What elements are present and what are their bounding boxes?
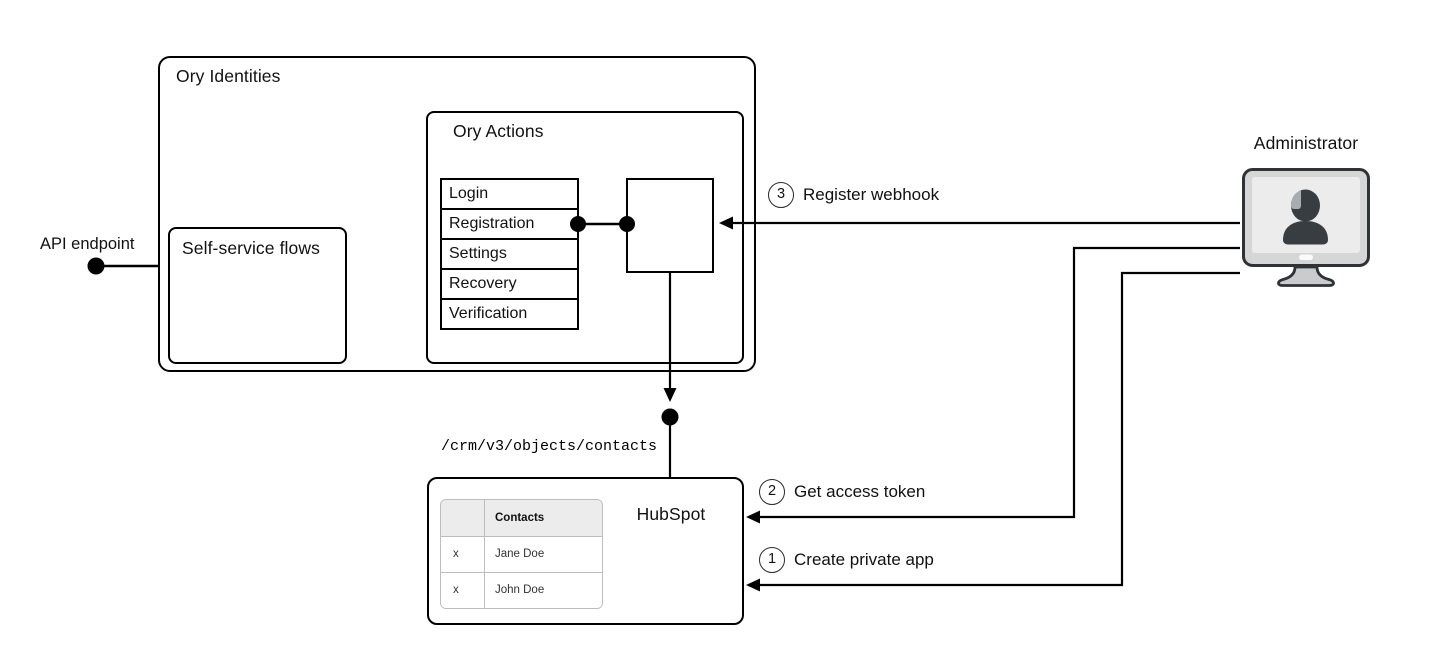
administrator-monitor-icon [1242, 168, 1370, 287]
step-3-badge: 3 [768, 182, 794, 208]
step-3-label: Register webhook [803, 185, 940, 204]
step-1-badge: 1 [759, 547, 785, 573]
api-endpoint-connector [87, 257, 160, 275]
contacts-header-cell: Contacts [495, 512, 545, 524]
ory-identities-label: Ory Identities [176, 66, 281, 86]
flow-row-recovery: Recovery [442, 270, 577, 300]
flow-row-registration: Registration [442, 210, 577, 240]
contacts-table: Contacts x Jane Doe x John Doe [440, 499, 603, 609]
webhook-action-box [626, 178, 714, 273]
ory-actions-label: Ory Actions [453, 121, 544, 141]
step-2-label: Get access token [794, 482, 926, 501]
step-2-badge: 2 [759, 479, 785, 505]
hubspot-label: HubSpot [636, 504, 706, 524]
flow-row-login: Login [442, 180, 577, 210]
contact-name-cell: Jane Doe [495, 548, 545, 560]
api-endpoint-label: API endpoint [40, 235, 135, 253]
step-1-label: Create private app [794, 550, 934, 569]
contact-check-cell: x [441, 573, 485, 608]
monitor-stand [1277, 265, 1335, 287]
administrator-label: Administrator [1253, 133, 1359, 153]
table-row: x John Doe [441, 572, 602, 608]
contacts-header-cell-blank [441, 500, 485, 536]
contact-name-cell: John Doe [495, 584, 545, 596]
flow-hooks-table: Login Registration Settings Recovery Ver… [440, 178, 579, 330]
hubspot-api-path-label: /crm/v3/objects/contacts [440, 438, 657, 455]
register-webhook-arrow [719, 216, 1240, 230]
flow-row-settings: Settings [442, 240, 577, 270]
contacts-table-header-row: Contacts [441, 500, 602, 536]
contact-check-cell: x [441, 537, 485, 572]
create-private-app-arrow [746, 271, 1240, 592]
self-service-flows-box [168, 227, 347, 364]
table-row: x Jane Doe [441, 536, 602, 572]
flow-row-verification: Verification [449, 305, 528, 322]
monitor-button [1299, 254, 1313, 260]
self-service-flows-label: Self-service flows [182, 238, 320, 258]
